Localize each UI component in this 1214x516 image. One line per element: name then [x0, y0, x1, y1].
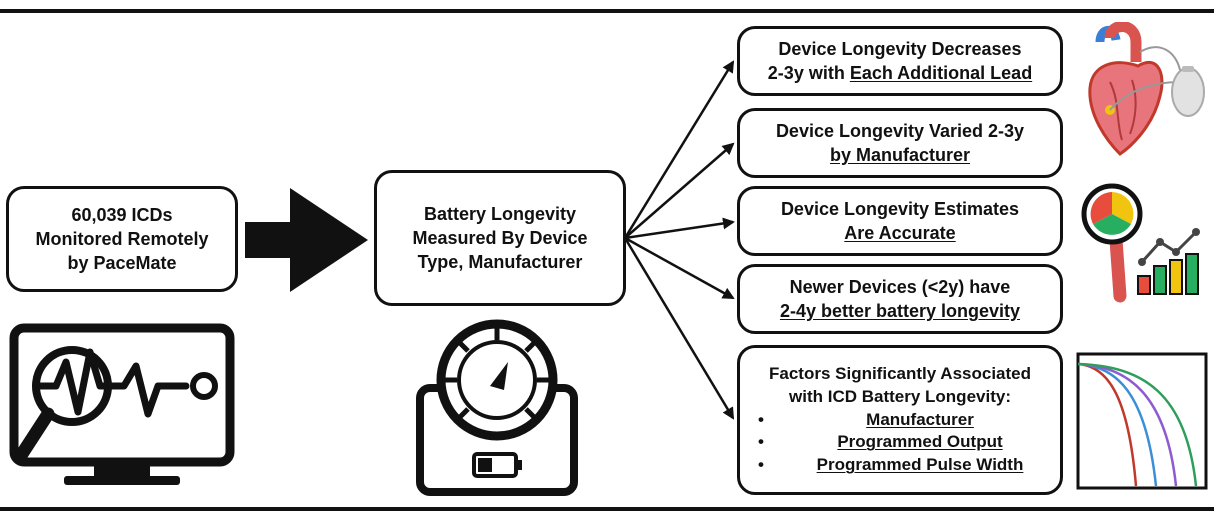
outcome-1-underlined: Each Additional Lead — [849, 63, 1033, 83]
source-line-3: by PaceMate — [67, 253, 177, 274]
factor-item: • Manufacturer — [748, 409, 1052, 432]
method-line-3: Type, Manufacturer — [417, 252, 583, 273]
factors-box: Factors Significantly Associated with IC… — [737, 345, 1063, 495]
top-border — [0, 9, 1214, 13]
outcome-4-underlined: 2-4y better battery longevity — [779, 301, 1021, 321]
method-line-1: Battery Longevity — [423, 203, 577, 224]
bottom-border — [0, 507, 1214, 511]
factor-manufacturer: Manufacturer — [866, 409, 974, 429]
bullet-marker: • — [758, 432, 764, 452]
arrow-to-factors — [623, 237, 735, 420]
outcome-2-line-1: Device Longevity Varied 2-3y — [775, 120, 1025, 141]
outcome-box-2: Device Longevity Varied 2-3y by Manufact… — [737, 108, 1063, 178]
outcome-4-line-2: 2-4y better battery longevity — [780, 299, 1020, 323]
outcome-box-1: Device Longevity Decreases 2-3y with Eac… — [737, 26, 1063, 96]
bullet-marker: • — [758, 409, 764, 429]
source-line-1: 60,039 ICDs — [71, 204, 173, 225]
outcome-box-4: Newer Devices (<2y) have 2-4y better bat… — [737, 264, 1063, 334]
outcome-1-line-2: 2-3y with Each Additional Lead — [768, 61, 1032, 85]
factors-heading-line-2: with ICD Battery Longevity: — [789, 386, 1011, 406]
remote-monitor-icon — [9, 323, 235, 485]
outcome-3-underlined: Are Accurate — [844, 223, 956, 243]
analytics-icon — [1081, 183, 1200, 303]
outcome-1-plain: 2-3y with — [767, 63, 850, 83]
arrow-to-outcome-1 — [623, 60, 735, 239]
battery-meter-icon — [416, 319, 578, 496]
big-flow-arrow — [245, 188, 368, 292]
method-line-2: Measured By Device — [412, 227, 588, 248]
outcome-4-line-1: Newer Devices (<2y) have — [789, 276, 1011, 297]
factor-programmed-output: Programmed Output — [837, 432, 1003, 452]
arrow-to-outcome-2 — [624, 142, 735, 239]
outcome-box-3: Device Longevity Estimates Are Accurate — [737, 186, 1063, 256]
method-box: Battery Longevity Measured By Device Typ… — [374, 170, 626, 306]
factor-pulse-width: Programmed Pulse Width — [816, 455, 1024, 475]
bullet-marker: • — [758, 455, 764, 475]
source-line-2: Monitored Remotely — [35, 228, 209, 249]
outcome-3-line-1: Device Longevity Estimates — [780, 198, 1020, 219]
outcome-3-line-2: Are Accurate — [844, 221, 955, 245]
outcome-2-line-2: by Manufacturer — [830, 143, 970, 167]
heart-device-icon — [1088, 22, 1205, 156]
survival-curves-icon — [1076, 352, 1208, 490]
source-box: 60,039 ICDs Monitored Remotely by PaceMa… — [6, 186, 238, 292]
outcome-2-underlined: by Manufacturer — [829, 145, 971, 165]
outcome-1-line-1: Device Longevity Decreases — [778, 38, 1022, 59]
factor-item: • Programmed Pulse Width — [748, 454, 1052, 477]
factors-heading-line-1: Factors Significantly Associated — [769, 363, 1031, 383]
factor-item: • Programmed Output — [748, 431, 1052, 454]
arrow-to-outcome-3 — [624, 217, 735, 240]
arrow-to-outcome-4 — [624, 236, 735, 300]
